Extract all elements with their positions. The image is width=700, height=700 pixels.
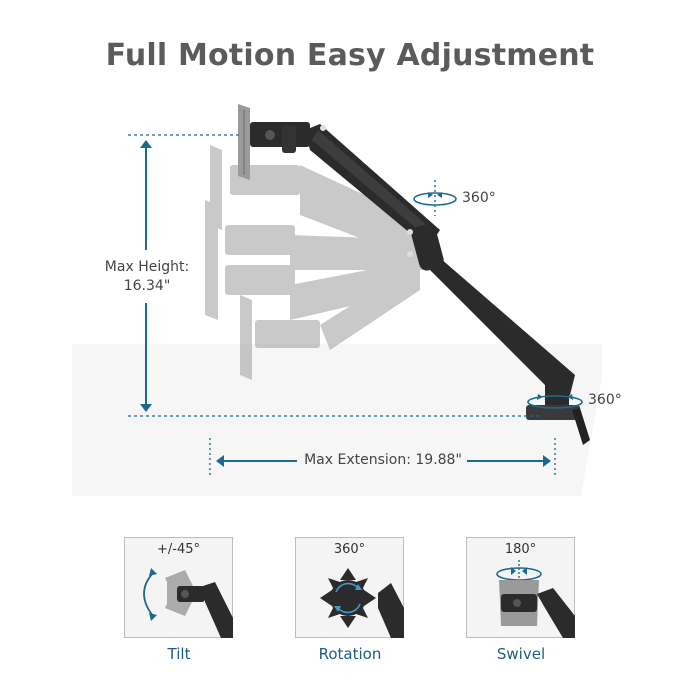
monitor-arm-illustration xyxy=(205,104,590,445)
rotate-360-arm-icon xyxy=(413,180,457,216)
base-rotation-degree: 360° xyxy=(588,392,622,408)
arm-rotation-degree: 360° xyxy=(462,190,496,206)
swivel-icon xyxy=(496,560,575,638)
max-height-dimension xyxy=(128,134,540,417)
rotation-degree: 360° xyxy=(333,542,366,557)
page-title: Full Motion Easy Adjustment xyxy=(105,38,595,73)
max-height-value: 16.34" xyxy=(123,278,171,294)
feature-tilt-card: +/-45° xyxy=(124,537,233,638)
feature-swivel-card: 180° xyxy=(466,537,575,638)
swivel-degree: 180° xyxy=(504,542,537,557)
max-height-label-text: Max Height: xyxy=(104,259,190,275)
feature-rotation-label: Rotation xyxy=(318,645,382,663)
feature-swivel-label: Swivel xyxy=(496,645,546,663)
max-extension-label: Max Extension: 19.88" xyxy=(304,452,462,468)
feature-rotation-card: 360° xyxy=(295,537,404,638)
max-extension-dimension xyxy=(209,438,556,478)
rotation-icon xyxy=(320,568,404,638)
max-height-label: Max Height: 16.34" xyxy=(96,258,198,296)
tilt-icon xyxy=(143,568,233,638)
feature-tilt-label: Tilt xyxy=(167,645,191,663)
rotate-360-base-icon xyxy=(527,394,583,409)
tilt-degree: +/-45° xyxy=(156,542,200,557)
desk-surface xyxy=(72,344,602,496)
